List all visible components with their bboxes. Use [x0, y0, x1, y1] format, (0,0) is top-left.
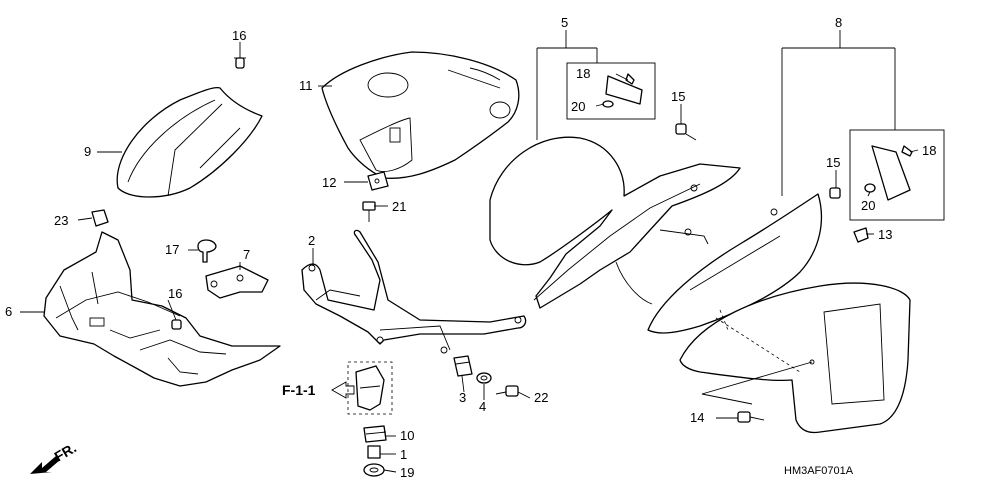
part-16-lower-screw	[171, 319, 182, 330]
part-7-bracket	[205, 265, 269, 299]
part-10-grommet	[363, 425, 387, 443]
callout-16-top: 16	[232, 28, 246, 43]
callout-16-lower: 16	[168, 286, 182, 301]
callout-18-box5: 18	[576, 66, 590, 81]
front-direction-arrow-icon	[30, 456, 60, 474]
part-4-collar	[476, 372, 492, 384]
part-12-clip	[367, 171, 389, 191]
callout-1: 1	[400, 447, 407, 462]
part-8-front-fender-right	[679, 282, 911, 434]
callout-13: 13	[878, 227, 892, 242]
callout-10: 10	[400, 428, 414, 443]
callout-17: 17	[165, 242, 179, 257]
callout-12: 12	[322, 175, 336, 190]
part-1-collar	[367, 445, 381, 459]
callout-15-right: 15	[826, 155, 840, 170]
part-21-bolt	[362, 201, 376, 222]
reference-arrow	[331, 381, 355, 399]
part-14-bolt	[737, 411, 765, 423]
callout-4: 4	[479, 399, 486, 414]
detail-box-5	[566, 62, 656, 120]
callout-2: 2	[308, 233, 315, 248]
leader-lines	[20, 30, 919, 473]
callout-14: 14	[690, 410, 704, 425]
callout-23: 23	[54, 213, 68, 228]
part-5-front-fender	[489, 136, 741, 309]
part-9-front-cowl	[116, 86, 263, 198]
callout-20-box8: 20	[861, 198, 875, 213]
callout-19: 19	[400, 465, 414, 480]
callout-9: 9	[84, 144, 91, 159]
part-17-clip	[197, 239, 217, 263]
callout-18-box8: 18	[922, 143, 936, 158]
reference-label: F-1-1	[282, 382, 316, 398]
part-15-screw-left	[675, 123, 687, 135]
callout-8: 8	[835, 15, 842, 30]
callout-5: 5	[561, 15, 568, 30]
part-15-screw-right	[829, 187, 841, 199]
diagram-code: HM3AF0701A	[784, 465, 854, 477]
part-3-grommet	[453, 355, 473, 377]
part-19-washer	[363, 463, 385, 477]
detail-box-8	[849, 129, 945, 221]
callout-7: 7	[243, 247, 250, 262]
callout-labels: 1 2 3 4 5 6 7 8 9 10 11 12 13 14 15 15 1…	[5, 15, 936, 480]
f-1-1-detail	[347, 361, 393, 415]
callout-15-left: 15	[671, 89, 685, 104]
part-16-top-screw	[234, 57, 246, 69]
part-8-side-panel	[647, 193, 823, 334]
part-6-under-panel	[43, 231, 281, 387]
part-2-stay	[301, 229, 527, 354]
callout-20-box5: 20	[571, 99, 585, 114]
callout-3: 3	[459, 390, 466, 405]
callout-22: 22	[534, 390, 548, 405]
part-22-bolt	[495, 385, 519, 397]
callout-11: 11	[299, 78, 313, 93]
callout-21: 21	[392, 199, 406, 214]
part-13-clip	[853, 227, 869, 243]
callout-6: 6	[5, 304, 12, 319]
part-11-tank-cover	[321, 51, 520, 179]
part-23-clip	[91, 209, 109, 227]
